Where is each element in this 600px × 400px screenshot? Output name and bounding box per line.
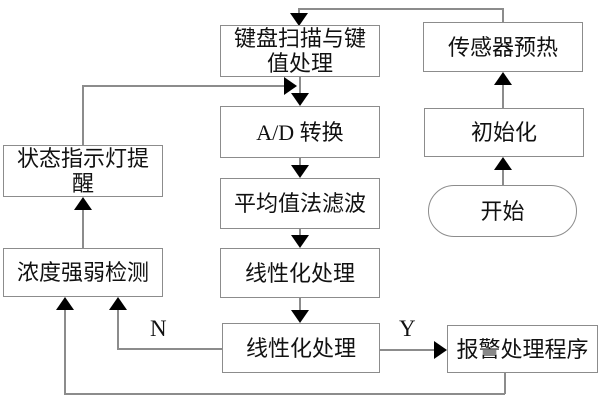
connector-yes-horizontal xyxy=(380,349,435,351)
connector-avg-linear1 xyxy=(299,229,301,237)
arrowhead-up-loop-into-concentration-icon xyxy=(56,297,74,310)
arrowhead-down-into-ad-icon xyxy=(291,93,309,106)
connector-concentration-status xyxy=(82,209,84,248)
node-keyboard-scan: 键盘扫描与键值处理 xyxy=(220,25,380,77)
arrowhead-down-into-keyboard-icon xyxy=(290,13,308,26)
node-label: 传感器预热 xyxy=(447,34,558,60)
node-alarm-handler: 报警处理程序 xyxy=(447,325,598,373)
node-average-filter: 平均值法滤波 xyxy=(220,178,380,229)
connector-status-feedback-vertical xyxy=(82,86,84,145)
edge-label-yes: Y xyxy=(399,316,416,341)
node-label: 状态指示灯提醒 xyxy=(16,146,149,196)
node-label: 初始化 xyxy=(470,120,537,145)
node-label: 线性化处理 xyxy=(244,260,355,286)
node-initialize: 初始化 xyxy=(424,108,584,157)
arrowhead-down-into-linear1-icon xyxy=(291,235,309,248)
node-status-light: 状态指示灯提醒 xyxy=(3,145,163,197)
connector-no-horizontal xyxy=(117,348,222,350)
arrowhead-down-into-avg-icon xyxy=(291,165,309,178)
arrowhead-up-into-init-icon xyxy=(494,157,512,170)
node-label: 报警处理程序 xyxy=(456,336,589,362)
node-start: 开始 xyxy=(428,185,577,237)
connector-bottom-loop-vertical xyxy=(64,310,66,393)
connector-status-feedback-horizontal xyxy=(82,85,285,87)
connector-no-vertical xyxy=(117,310,119,348)
node-label: A/D 转换 xyxy=(256,119,344,145)
edge-label-no: N xyxy=(150,316,167,341)
node-linearization-1: 线性化处理 xyxy=(220,248,380,298)
connector-bottom-loop-horizontal xyxy=(64,393,505,395)
connector-ad-avg xyxy=(299,158,301,167)
arrowhead-down-into-linear2-icon xyxy=(291,310,309,323)
connector-alarm-down xyxy=(504,373,506,394)
connector-into-keyboard xyxy=(298,8,300,15)
connector-start-init xyxy=(502,168,504,185)
arrowhead-right-feedback-junction-icon xyxy=(284,77,297,95)
node-label: 平均值法滤波 xyxy=(233,191,366,216)
connector-init-preheat xyxy=(502,84,504,108)
arrowhead-right-into-alarm-icon xyxy=(434,341,447,359)
node-label: 开始 xyxy=(480,198,525,224)
connector-top-horizontal xyxy=(298,8,503,10)
node-concentration-detect: 浓度强弱检测 xyxy=(3,248,163,297)
connector-keyboard-ad xyxy=(299,77,301,97)
connector-linear1-linear2 xyxy=(299,298,301,312)
node-sensor-preheat: 传感器预热 xyxy=(423,22,583,72)
node-label: 线性化处理 xyxy=(245,335,356,361)
node-ad-conversion: A/D 转换 xyxy=(220,106,380,158)
arrowhead-up-into-preheat-icon xyxy=(494,72,512,85)
node-label: 键盘扫描与键值处理 xyxy=(233,26,366,76)
arrowhead-up-into-status-icon xyxy=(74,197,92,210)
node-linearization-2: 线性化处理 xyxy=(222,323,380,373)
node-label: 浓度强弱检测 xyxy=(16,260,149,285)
arrowhead-up-no-into-concentration-icon xyxy=(109,297,127,310)
connector-preheat-up xyxy=(502,8,504,22)
